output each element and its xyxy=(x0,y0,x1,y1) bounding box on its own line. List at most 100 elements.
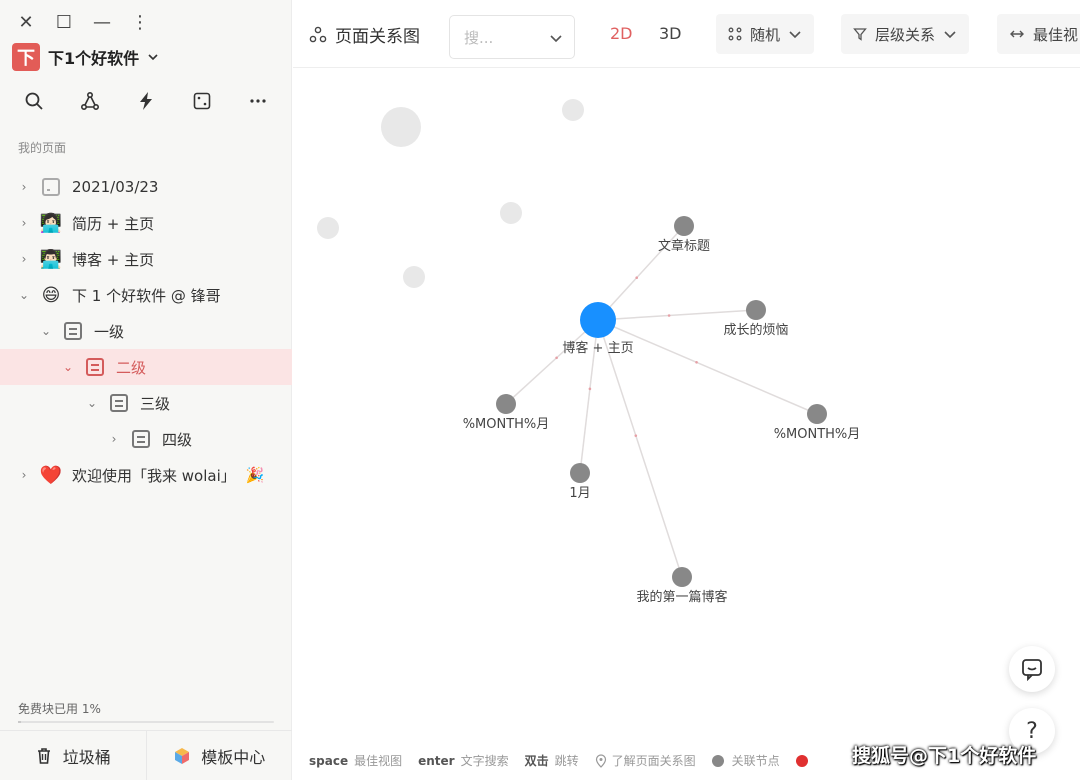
graph-node[interactable] xyxy=(674,216,694,236)
ghost-node[interactable] xyxy=(317,217,339,239)
mode-3d-tab[interactable]: 3D xyxy=(659,24,682,43)
sidebar-page-label: 简历 + 主页 xyxy=(72,214,155,233)
best-view-button[interactable]: 最佳视 xyxy=(997,14,1080,54)
usage-label: 免费块已用 1% xyxy=(18,702,101,716)
workspace-switcher[interactable]: 下 下1个好软件 xyxy=(12,43,159,71)
graph-node[interactable] xyxy=(672,567,692,587)
feedback-icon[interactable] xyxy=(1009,646,1055,692)
graph-header: 页面关系图 搜... 2D 3D 随机 层级关系 最佳视 xyxy=(293,0,1080,68)
chevron-right-icon[interactable]: › xyxy=(21,468,27,482)
help-button[interactable]: ? xyxy=(1009,708,1055,754)
graph-node-label: 我的第一篇博客 xyxy=(636,589,727,605)
graph-node-label: 1月 xyxy=(569,486,590,501)
section-label-my-pages: 我的页面 xyxy=(18,141,67,155)
sidebar-page-item[interactable]: › 👩🏻‍💻 简历 + 主页 xyxy=(0,205,292,241)
filter-hierarchy-button[interactable]: 层级关系 xyxy=(841,14,970,54)
sidebar-page-item[interactable]: ›👨🏻‍💻博客 + 主页 xyxy=(0,241,292,277)
hint-key: 双击 xyxy=(524,754,549,768)
trash-button[interactable]: 垃圾桶 xyxy=(0,731,146,780)
sidebar-page-label: 下 1 个好软件 @ 锋哥 xyxy=(72,286,221,305)
emoji-icon: 👩🏻‍💻 xyxy=(39,212,63,234)
sidebar-page-item[interactable]: ›❤️欢迎使用「我来 wolai」🎉 xyxy=(0,457,292,493)
sidebar-page-label: 一级 xyxy=(94,322,125,341)
chevron-down-icon xyxy=(148,54,158,61)
edge-particle xyxy=(667,314,671,317)
graph-node[interactable] xyxy=(807,404,827,424)
template-cube-icon xyxy=(175,747,190,764)
ghost-node[interactable] xyxy=(381,107,421,147)
page-title-text: 页面关系图 xyxy=(335,27,420,47)
node-search-input[interactable]: 搜... xyxy=(449,15,575,59)
sidebar-page-item[interactable]: ⌄二级 xyxy=(0,349,292,385)
chevron-down-icon[interactable]: ⌄ xyxy=(40,324,52,338)
graph-node[interactable] xyxy=(570,463,590,483)
ghost-node[interactable] xyxy=(562,99,584,121)
sidebar-page-item[interactable]: › 四级 xyxy=(0,421,292,457)
graph-edge xyxy=(597,225,685,321)
graph-nodes-icon xyxy=(309,26,327,42)
sidebar-page-item[interactable]: ⌄三级 xyxy=(0,385,292,421)
graph-edge xyxy=(597,319,818,415)
chevron-right-icon[interactable]: › xyxy=(21,216,27,230)
close-icon[interactable]: ✕ xyxy=(18,11,34,33)
learn-graph-link[interactable]: 了解页面关系图 xyxy=(595,752,696,769)
hint-key: space xyxy=(309,753,349,768)
legend-related-nodes: 关联节点 xyxy=(711,752,780,769)
sidebar-page-item[interactable]: › 2021/03/23 xyxy=(0,169,292,205)
sidebar-page-item[interactable]: ⌄ 一级 xyxy=(0,313,292,349)
sidebar-footer: 垃圾桶 模板中心 xyxy=(0,730,292,780)
lightning-icon[interactable] xyxy=(131,88,161,114)
document-icon xyxy=(130,428,152,450)
arrows-horizontal-icon xyxy=(1010,30,1024,38)
edge-particle xyxy=(634,434,638,437)
usage-meter: 免费块已用 1% xyxy=(18,700,274,723)
minimize-icon[interactable]: — xyxy=(93,11,111,33)
graph-edge xyxy=(597,309,757,321)
ghost-node[interactable] xyxy=(403,266,425,288)
document-icon xyxy=(62,320,84,342)
chevron-right-icon[interactable]: › xyxy=(111,432,117,446)
graph-edge xyxy=(597,319,683,578)
sidebar: ✕ ☐ — ⋮ 下 下1个好软件 我的页面 › 2021/03/23 › 👩🏻‍💻 简历… xyxy=(0,0,292,780)
keyboard-hint: 双击跳转 xyxy=(525,752,579,769)
dice-icon[interactable] xyxy=(187,88,217,114)
chevron-right-icon[interactable]: › xyxy=(21,180,27,194)
shuffle-icon xyxy=(728,27,742,41)
trash-label: 垃圾桶 xyxy=(62,747,111,767)
graph-edge xyxy=(579,319,599,474)
chevron-right-icon[interactable]: › xyxy=(21,252,27,266)
graph-node[interactable] xyxy=(746,300,766,320)
workspace-name: 下1个好软件 xyxy=(48,49,140,68)
graph-node[interactable] xyxy=(496,394,516,414)
hint-text: 文字搜索 xyxy=(460,754,509,768)
sidebar-page-label: 四级 xyxy=(162,430,193,449)
layout-random-label: 随机 xyxy=(750,25,781,44)
location-pin-icon xyxy=(595,753,606,768)
ghost-node[interactable] xyxy=(500,202,522,224)
graph-icon[interactable] xyxy=(75,88,105,114)
templates-button[interactable]: 模板中心 xyxy=(145,731,293,780)
sidebar-page-label: 2021/03/23 xyxy=(72,178,159,196)
hint-text: 跳转 xyxy=(554,754,579,768)
layout-random-button[interactable]: 随机 xyxy=(716,14,815,54)
chevron-down-icon[interactable]: ⌄ xyxy=(86,396,98,410)
document-icon xyxy=(108,392,130,414)
chevron-down-icon[interactable] xyxy=(548,30,564,46)
filter-icon xyxy=(853,28,867,41)
sidebar-page-item[interactable]: ⌄😄下 1 个好软件 @ 锋哥 xyxy=(0,277,292,313)
page-tree: › 2021/03/23 › 👩🏻‍💻 简历 + 主页 ›👨🏻‍💻博客 + 主页⌄😄下 1… xyxy=(0,169,292,493)
maximize-icon[interactable]: ☐ xyxy=(55,11,73,33)
more-icon[interactable] xyxy=(243,88,273,114)
filter-hierarchy-label: 层级关系 xyxy=(875,25,936,44)
mode-2d-tab[interactable]: 2D xyxy=(610,24,633,43)
sidebar-toolbar xyxy=(0,88,292,114)
more-vertical-icon[interactable]: ⋮ xyxy=(131,11,149,33)
search-icon[interactable] xyxy=(19,88,49,114)
chevron-down-icon[interactable]: ⌄ xyxy=(18,288,30,302)
graph-center-node[interactable] xyxy=(580,302,616,338)
chevron-down-icon[interactable]: ⌄ xyxy=(62,360,74,374)
